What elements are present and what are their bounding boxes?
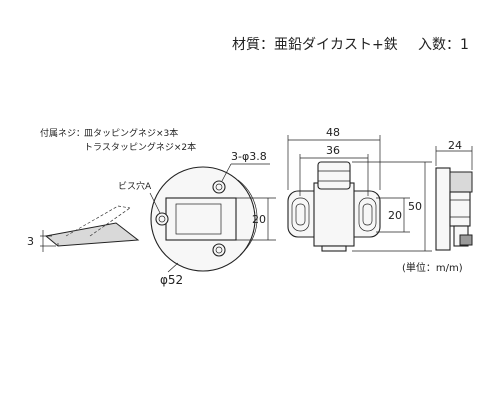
inner-width-label: 36 xyxy=(326,144,340,157)
overall-height-label: 50 xyxy=(408,200,422,213)
overall-width-label: 48 xyxy=(326,126,340,139)
inner-height-label: 20 xyxy=(388,209,402,222)
side-view-dimensions: 24 xyxy=(435,139,473,170)
round-latch-front-view xyxy=(150,166,258,272)
unit-note: (単位：m/m) xyxy=(402,261,463,274)
plate-thickness-dimension: 3 xyxy=(27,230,56,252)
center-view-dimensions: 48 36 20 50 xyxy=(287,126,432,252)
diameter-label: φ52 xyxy=(160,273,183,287)
right-slot xyxy=(358,197,377,232)
screw-hole-bottom xyxy=(212,243,226,257)
plate-thickness-label: 3 xyxy=(27,235,34,248)
screws-line-1: 皿タッピングネジ×3本 xyxy=(84,127,178,139)
hole-spec-label: 3-φ3.8 xyxy=(231,150,267,163)
strike-plate xyxy=(44,205,140,247)
screw-hole-top xyxy=(212,180,226,194)
screws-line-2: トラスタッピングネジ×2本 xyxy=(84,141,196,153)
latch-side-view xyxy=(435,167,473,251)
front-height-label: 20 xyxy=(252,213,266,226)
front-view-annotations: ビス穴A 3-φ3.8 20 φ52 xyxy=(118,150,276,287)
latch-center-view xyxy=(287,161,381,252)
quantity-spec: 入数：1 xyxy=(418,37,469,53)
screws-label: 付属ネジ： xyxy=(40,128,85,139)
screw-hole-a xyxy=(155,212,169,226)
material-spec: 材質：亜鉛ダイカスト+鉄 xyxy=(232,37,398,53)
left-slot xyxy=(291,197,310,232)
depth-label: 24 xyxy=(448,139,462,152)
screw-hole-a-label: ビス穴A xyxy=(118,180,152,192)
